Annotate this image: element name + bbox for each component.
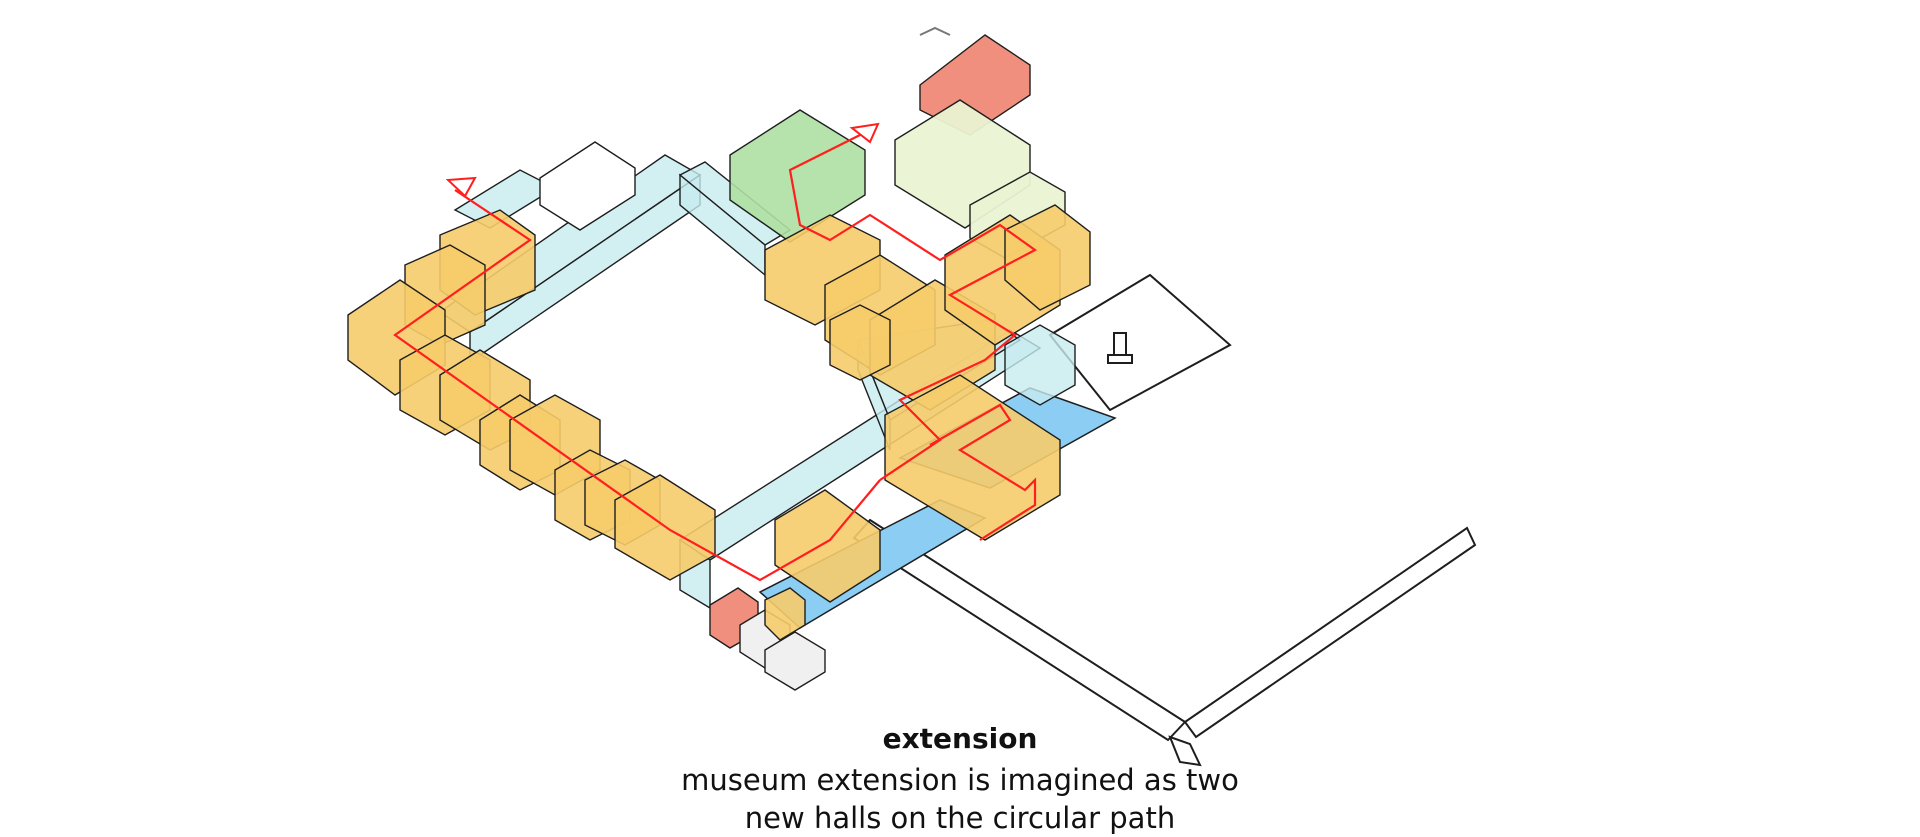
gallery-ne-6 — [829, 304, 891, 381]
road-south — [1168, 735, 1202, 767]
gallery-ne-5 — [1004, 204, 1091, 311]
road-cross — [1183, 526, 1477, 739]
caption-title: extension — [882, 722, 1038, 755]
gallery-new-hall-south — [774, 489, 881, 603]
corridor-east-box — [1004, 324, 1076, 406]
service-grey-2 — [764, 631, 826, 691]
path-new-hall-loop — [929, 403, 1037, 541]
arrow-north-entry — [849, 122, 880, 144]
circulation-path — [393, 129, 1038, 582]
road-network — [852, 273, 1477, 767]
caption-line-1: museum extension is imagined as two — [681, 763, 1239, 797]
service-white-north — [539, 141, 636, 231]
path-east-loop — [788, 129, 1038, 481]
caption-line-2: new halls on the circular path — [744, 801, 1176, 835]
galleries — [347, 204, 1091, 641]
new-hall-green — [729, 109, 866, 243]
arrow-west-entry — [445, 176, 477, 198]
path-west-loop — [393, 189, 881, 582]
arrow-triangle-icon — [445, 122, 880, 198]
plaza-outline — [1048, 273, 1232, 412]
monument-icon — [1107, 332, 1133, 364]
north-marker-icon — [919, 26, 951, 36]
gallery-sw-small — [764, 587, 806, 641]
